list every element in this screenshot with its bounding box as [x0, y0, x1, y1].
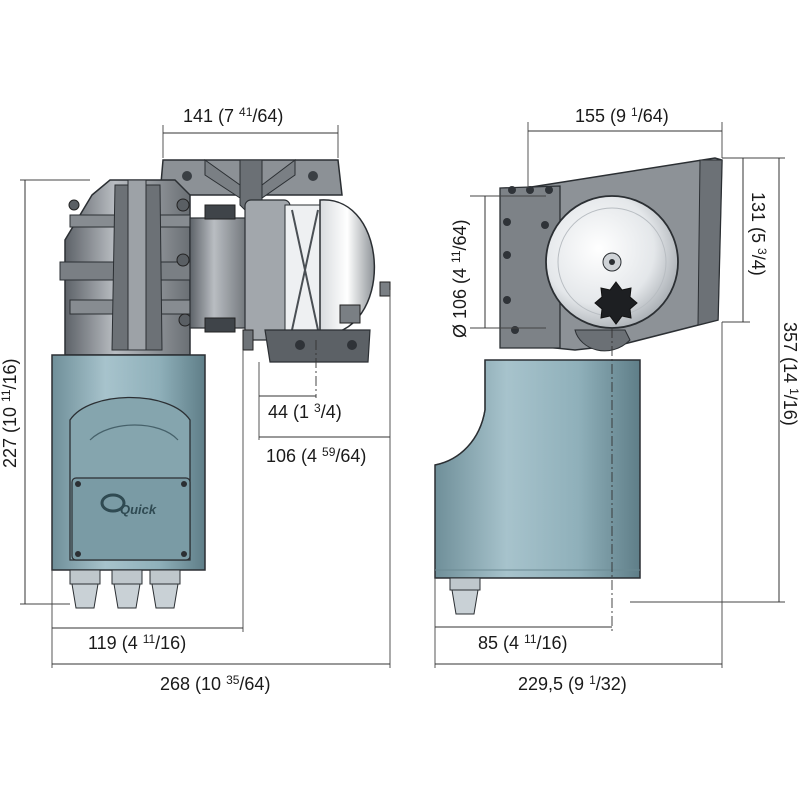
- front-view: [434, 122, 785, 668]
- svg-text:Quick: Quick: [120, 502, 157, 517]
- front-cable-gland: [449, 577, 481, 615]
- side-drum: [244, 199, 391, 341]
- side-view: Quick: [20, 125, 391, 668]
- dim-motor-offset-106: 106 (4 59/64): [266, 445, 366, 466]
- side-cable-glands: [69, 569, 181, 609]
- side-gearbox: [59, 179, 196, 356]
- front-dimension-lines: [434, 122, 785, 668]
- side-dimension-lines: [20, 125, 391, 668]
- dim-front-total-229: 229,5 (9 1/32): [518, 673, 627, 694]
- dim-front-plate-height: 131 (5 3/4): [748, 192, 769, 276]
- front-motor-housing: [434, 359, 641, 579]
- dim-side-total-268: 268 (10 35/64): [160, 673, 270, 694]
- quick-logo: Quick: [100, 493, 157, 517]
- front-drum: [545, 195, 679, 352]
- dim-side-top-width: 141 (7 41/64): [183, 105, 283, 126]
- side-motor-housing: Quick: [51, 354, 206, 571]
- dim-front-drum-diameter: Ø 106 (4 11/64): [449, 219, 470, 338]
- dim-front-top-width: 155 (9 1/64): [575, 105, 669, 126]
- side-base: [242, 329, 371, 363]
- dimension-labels: 141 (7 41/64) 227 (10 11/16) 44 (1 3/4) …: [0, 105, 800, 694]
- dim-front-total-height: 357 (14 1/16): [780, 322, 800, 426]
- dim-side-height: 227 (10 11/16): [0, 358, 20, 468]
- dim-side-bottom-119: 119 (4 11/16): [88, 632, 186, 653]
- side-shaft: [189, 204, 251, 333]
- dim-motor-offset-44: 44 (1 3/4): [268, 401, 342, 422]
- dim-front-bottom-85: 85 (4 11/16): [478, 632, 568, 653]
- side-mount-plate: [159, 158, 343, 216]
